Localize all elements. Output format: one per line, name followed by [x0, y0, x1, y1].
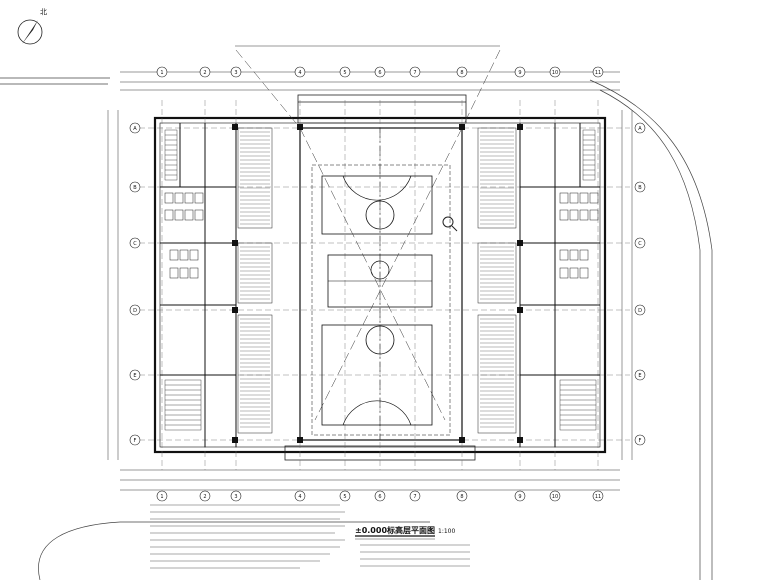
column-axis-label: 9	[518, 494, 521, 500]
dimension-lines-top	[120, 45, 620, 91]
column-axis-label: 10	[552, 70, 558, 76]
site-boundary	[0, 77, 713, 580]
column-axis-label: 9	[518, 70, 521, 76]
row-axis-label: D	[638, 308, 642, 314]
column-axis-label: 3	[234, 70, 237, 76]
left-toilet-stalls	[164, 192, 204, 279]
column-axis-label: 10	[552, 494, 558, 500]
column-axis-label: 6	[378, 494, 381, 500]
column-axis-label: 7	[413, 70, 416, 76]
row-axis-label: C	[638, 241, 642, 247]
column-axis-bubbles	[156, 66, 604, 502]
row-axis-label: B	[638, 185, 642, 191]
drawing-title: ±0.000标高层平面图	[355, 525, 435, 535]
column-axis-label: 5	[343, 494, 346, 500]
row-axis-label: B	[133, 185, 137, 191]
column-axis-label: 5	[343, 70, 346, 76]
drawing-title-block: ±0.000标高层平面图 1:100	[355, 525, 455, 540]
row-axis-label: F	[639, 438, 642, 444]
sports-court	[299, 127, 463, 441]
column-axis-label: 11	[595, 494, 601, 500]
left-wing-rooms	[160, 123, 237, 447]
right-seating-rows	[480, 131, 514, 428]
dimension-lines-bottom	[120, 469, 620, 491]
sightlines	[235, 49, 501, 421]
drawing-scale: 1:100	[438, 528, 455, 535]
general-notes	[150, 504, 345, 569]
right-stairs	[559, 129, 597, 431]
right-wing-rooms	[519, 123, 600, 447]
north-arrow-icon: 北	[17, 8, 47, 45]
row-axis-label: E	[638, 373, 641, 379]
column-axis-label: 11	[595, 70, 601, 76]
column-axis-label: 7	[413, 494, 416, 500]
column-axis-label: 8	[460, 70, 463, 76]
top-entrance	[297, 94, 467, 124]
left-stairs	[164, 129, 202, 431]
row-axis-label: F	[134, 438, 137, 444]
row-axis-label: C	[133, 241, 137, 247]
magnifier-icon	[442, 216, 458, 232]
column-axis-label: 1	[160, 70, 163, 76]
left-seating-rows	[240, 131, 270, 428]
row-axis-label: A	[638, 126, 642, 132]
dimension-lines-sides	[107, 110, 633, 460]
column-axis-label: 1	[160, 494, 163, 500]
column-axis-label: 6	[378, 70, 381, 76]
column-axis-label: 3	[234, 494, 237, 500]
right-seating	[477, 127, 517, 434]
row-axis-label: D	[133, 308, 137, 314]
north-label: 北	[40, 8, 47, 16]
legend-notes	[360, 544, 470, 567]
left-seating	[237, 127, 273, 434]
right-toilet-stalls	[559, 192, 599, 279]
column-axis-label: 4	[298, 494, 301, 500]
column-axis-label: 4	[298, 70, 301, 76]
column-axis-label: 2	[203, 70, 206, 76]
row-axis-label: E	[133, 373, 136, 379]
row-axis-label: A	[133, 126, 137, 132]
row-axis-bubbles	[129, 122, 646, 446]
column-axis-label: 2	[203, 494, 206, 500]
column-axis-label: 8	[460, 494, 463, 500]
structural-columns	[232, 124, 523, 443]
